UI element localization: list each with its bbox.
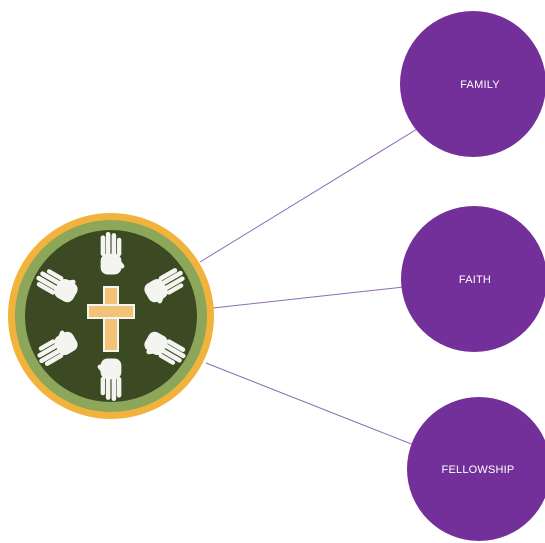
node-faith: FAITH [401, 206, 545, 352]
node-fellowship: FELLOWSHIP [407, 397, 545, 541]
cross-icon [87, 286, 135, 352]
node-family-circle [400, 11, 545, 157]
node-fellowship-circle [407, 397, 545, 541]
node-family: FAMILY [400, 11, 545, 157]
hands-around-cross-emblem [8, 213, 214, 419]
node-faith-label: FAITH [459, 274, 491, 286]
node-fellowship-label: FELLOWSHIP [442, 464, 515, 476]
connector-faith [212, 285, 414, 309]
connector-fellowship [205, 362, 420, 448]
connector-family [199, 125, 423, 263]
node-family-label: FAMILY [460, 79, 500, 91]
node-faith-circle [401, 206, 545, 352]
